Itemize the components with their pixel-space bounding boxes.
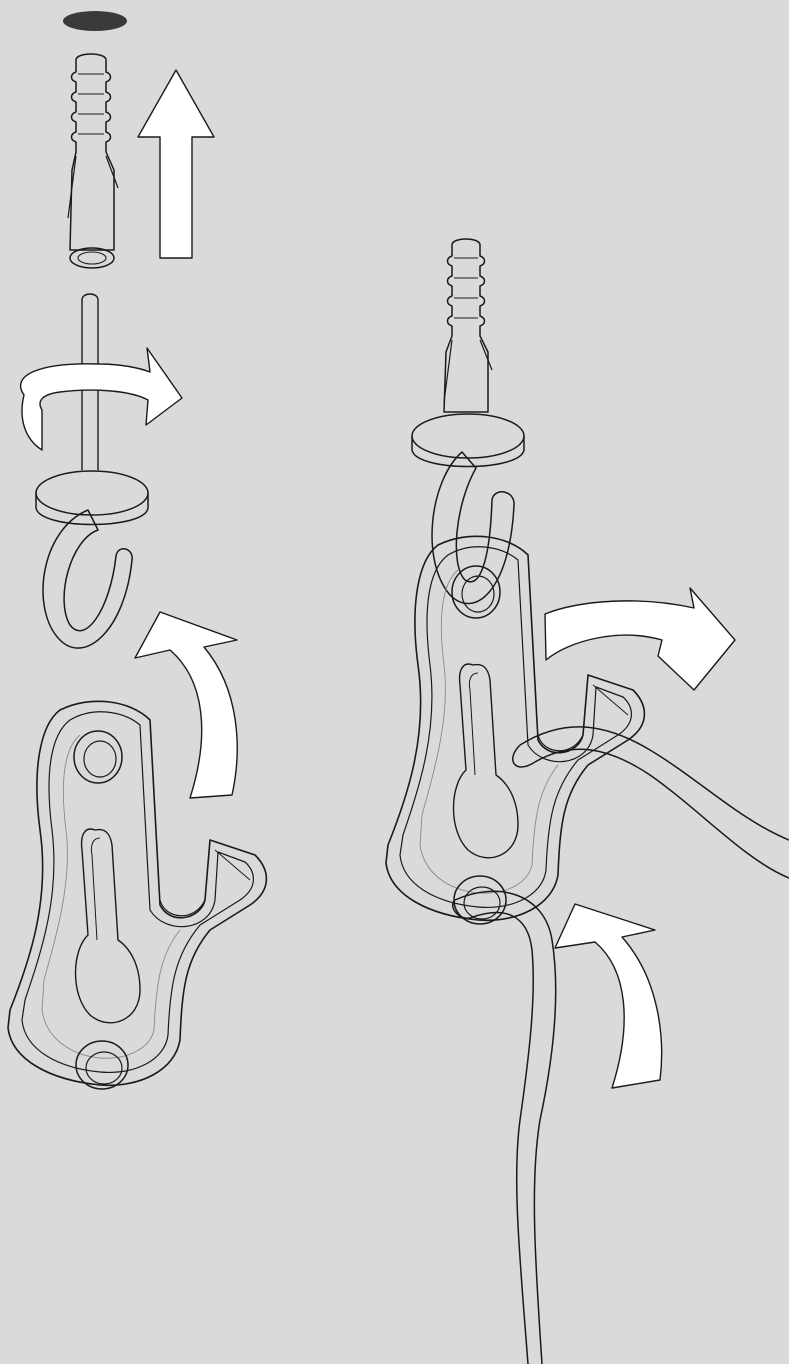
cord-icon bbox=[451, 726, 789, 1364]
step-2-wind-cord bbox=[385, 238, 789, 1364]
push-up-arrow-icon bbox=[137, 69, 215, 259]
curved-right-arrow-icon bbox=[544, 587, 736, 691]
rotate-arrow-icon bbox=[19, 347, 183, 451]
ceiling-hole-icon bbox=[63, 11, 127, 31]
screw-hook-icon bbox=[411, 413, 525, 605]
curved-up-arrow-icon bbox=[554, 903, 663, 1089]
curved-up-arrow-icon bbox=[134, 611, 238, 799]
step-1-attach-hook bbox=[7, 11, 268, 1090]
wall-plug-icon bbox=[67, 53, 119, 269]
wall-plug-icon bbox=[443, 238, 493, 413]
